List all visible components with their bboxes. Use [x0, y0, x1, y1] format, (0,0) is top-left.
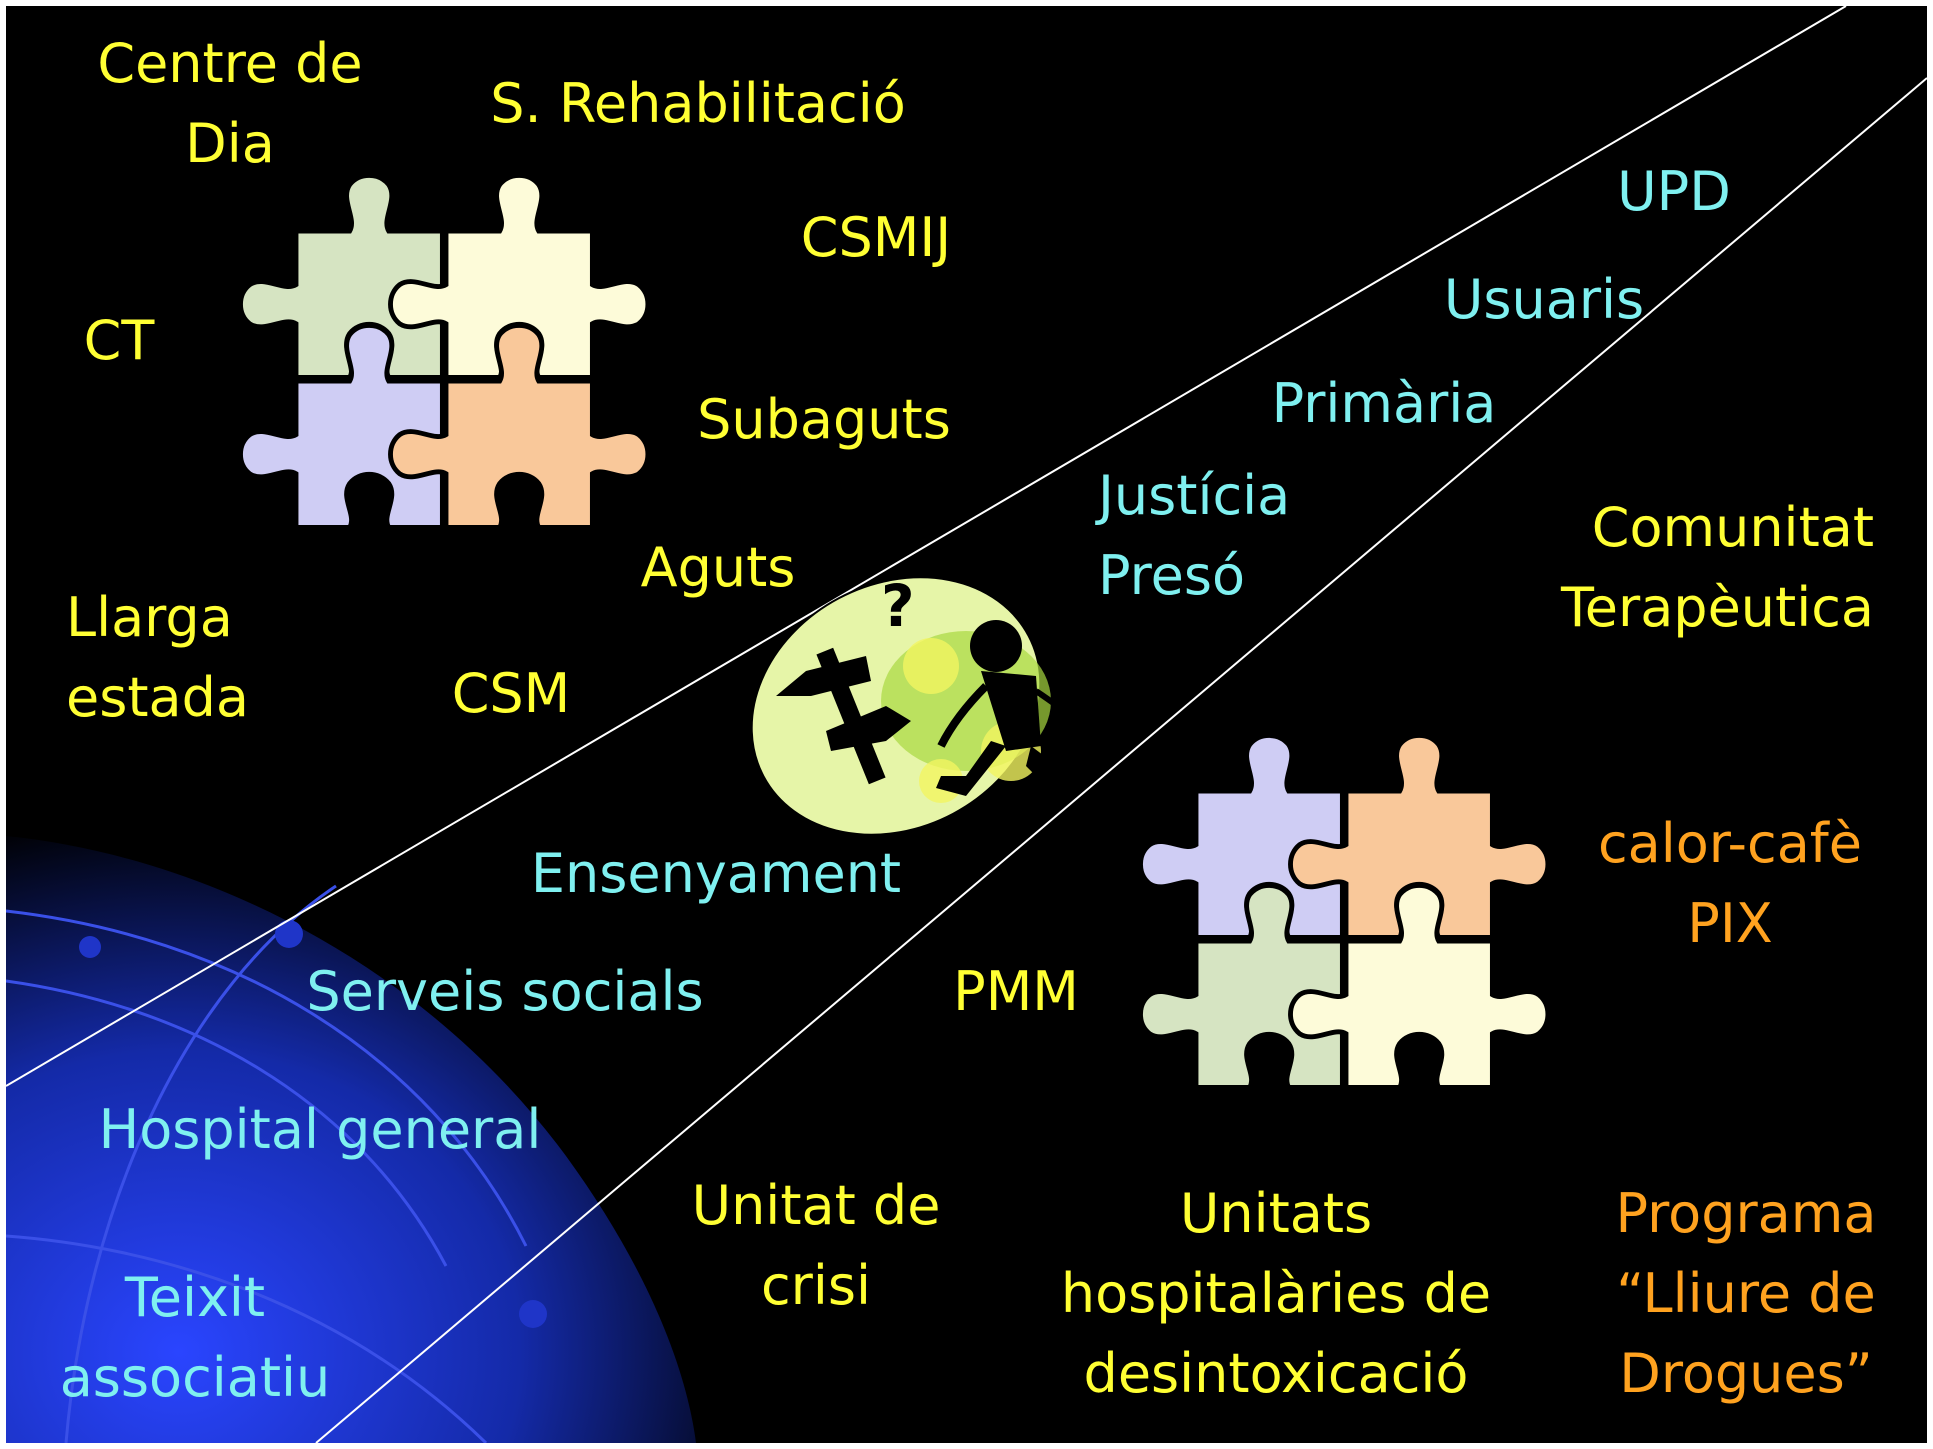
svg-text:?: ? — [881, 572, 915, 640]
label-line: estada — [66, 666, 249, 729]
label-serveis-socials: Serveis socials — [306, 960, 704, 1023]
label-s-rehabilitacio: S. Rehabilitació — [490, 72, 906, 135]
label-centre-de-dia: Centre de Dia — [70, 24, 390, 184]
label-line: Unitat de — [691, 1174, 941, 1237]
label-aguts: Aguts — [640, 536, 796, 599]
label-line: associatiu — [59, 1346, 331, 1409]
label-usuaris: Usuaris — [1443, 268, 1645, 331]
puzzle-bottom-right-icon — [1140, 735, 1547, 1087]
label-llarga-estada: Llarga estada — [66, 578, 306, 738]
label-pmm: PMM — [953, 960, 1079, 1023]
label-calor-cafe-pix: calor-cafè PIX — [1570, 804, 1890, 964]
diagonal-line-lower — [315, 77, 1927, 1443]
label-line: Terapèutica — [1560, 576, 1874, 639]
label-primaria: Primària — [1271, 372, 1497, 435]
label-line: Llarga — [66, 586, 233, 649]
label-hospital-general: Hospital general — [98, 1098, 542, 1161]
label-line: Comunitat — [1591, 496, 1874, 559]
label-line: Justícia — [1098, 464, 1291, 527]
label-ct: CT — [83, 309, 155, 372]
label-line: Unitats — [1179, 1182, 1373, 1245]
label-line: Teixit — [124, 1266, 266, 1329]
label-unitat-de-crisi: Unitat de crisi — [666, 1166, 966, 1326]
label-line: PIX — [1687, 892, 1773, 955]
label-csm: CSM — [451, 662, 571, 725]
label-line: Programa — [1615, 1182, 1877, 1245]
label-justicia-preso: Justícia Presó — [1098, 456, 1378, 616]
label-line: calor-cafè — [1597, 812, 1863, 875]
globe-graphic — [6, 836, 696, 1443]
confused-person-crossroads-icon: ? — [750, 572, 1094, 836]
label-unitats-hospitalaries: Unitats hospitalàries de desintoxicació — [1036, 1174, 1516, 1414]
puzzle-top-left-icon — [240, 175, 647, 527]
label-teixit-associatiu: Teixit associatiu — [40, 1258, 350, 1418]
label-comunitat-terapeutica: Comunitat Terapèutica — [1514, 488, 1874, 648]
label-line: Presó — [1098, 544, 1246, 607]
label-upd: UPD — [1617, 160, 1731, 223]
label-line: desintoxicació — [1083, 1342, 1469, 1405]
label-line: crisi — [760, 1254, 872, 1317]
label-line: Dia — [185, 112, 275, 175]
label-csmij: CSMIJ — [800, 206, 952, 269]
diagram-graphics: ? — [6, 6, 1927, 1443]
diagonal-line-upper — [6, 6, 1847, 1087]
label-line: Drogues” — [1619, 1342, 1873, 1405]
label-subaguts: Subaguts — [697, 388, 951, 451]
label-line: Centre de — [97, 32, 363, 95]
slide: ? Centre de Dia S. Rehabilitació CSMIJ C… — [6, 6, 1927, 1443]
label-programa-lliure-de-drogues: Programa “Lliure de Drogues” — [1586, 1174, 1906, 1414]
label-line: “Lliure de — [1616, 1262, 1876, 1325]
label-ensenyament: Ensenyament — [530, 842, 902, 905]
label-line: hospitalàries de — [1060, 1262, 1492, 1325]
